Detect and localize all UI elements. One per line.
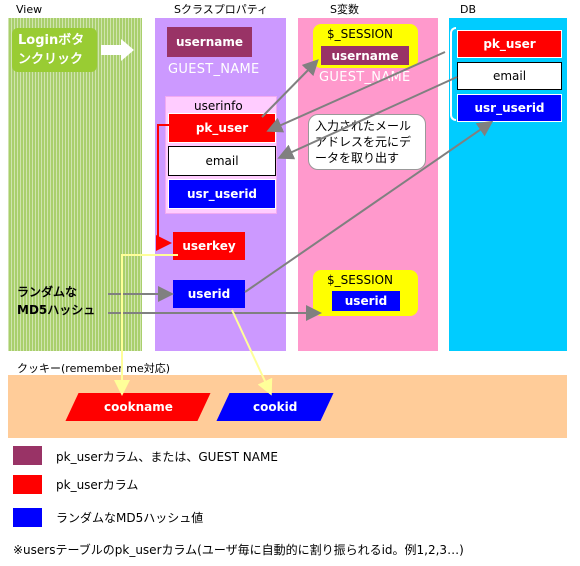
- userid-to-db-line: [244, 120, 494, 293]
- sclass-usr-userid-box: usr_userid: [168, 179, 276, 209]
- sclass-userkey-box: userkey: [173, 232, 245, 260]
- sclass-email-box: email: [168, 146, 276, 176]
- footnote: ※usersテーブルのpk_userカラム(ユーザ毎に自動的に割り振られるid。…: [13, 543, 464, 557]
- db-email-to-sclass-line: [277, 76, 458, 160]
- legend-text-purple: pk_userカラム、または、GUEST NAME: [56, 450, 278, 464]
- sclass-username-box: username: [167, 27, 252, 57]
- pkuser-to-session-line: [261, 59, 319, 118]
- legend-swatch-purple: [13, 446, 42, 465]
- view-column: [8, 18, 142, 351]
- s-class-column-header: Sクラスプロパティ: [174, 3, 269, 16]
- session-username-box: username: [321, 46, 409, 65]
- sclass-guest-name: GUEST_NAME: [168, 62, 260, 77]
- s-var-column-header: S変数: [330, 3, 359, 16]
- random-md5-label: ランダムな MD5ハッシュ: [17, 285, 96, 317]
- view-column-header: View: [16, 3, 43, 16]
- legend-text-red: pk_userカラム: [56, 478, 139, 492]
- sclass-pk-user-box: pk_user: [168, 113, 276, 143]
- db-pk-user-box: pk_user: [457, 30, 562, 58]
- userinfo-label: userinfo: [194, 99, 243, 113]
- userkey-to-cookname-line: [114, 254, 178, 396]
- db-usr-userid-box: usr_userid: [457, 94, 562, 122]
- db-email-box: email: [457, 62, 562, 90]
- callout-bubble: 入力されたメールアドレスを元にデータを取り出す: [308, 114, 426, 170]
- login-button[interactable]: Loginボタンクリック: [12, 28, 97, 72]
- arrow-right-icon: [101, 39, 134, 61]
- legend-text-blue: ランダムなMD5ハッシュ値: [56, 511, 204, 525]
- svar-guest-name: GUEST_NAME: [319, 70, 411, 85]
- db-pkuser-to-sclass-line: [266, 51, 446, 133]
- userid-to-cookid-line: [231, 309, 273, 396]
- legend-swatch-red: [13, 475, 42, 494]
- sclass-userid-box: userid: [173, 280, 245, 308]
- legend-swatch-blue: [13, 508, 42, 527]
- session-title-2: $_SESSION: [327, 273, 394, 287]
- session-title-1: $_SESSION: [327, 27, 394, 41]
- db-bracket: [450, 27, 456, 121]
- pkuser-to-userkey-line: [156, 124, 172, 251]
- cookie-label: クッキー(remember me対応): [17, 362, 171, 375]
- session-userid-box: userid: [332, 291, 400, 311]
- db-column-header: DB: [460, 3, 477, 16]
